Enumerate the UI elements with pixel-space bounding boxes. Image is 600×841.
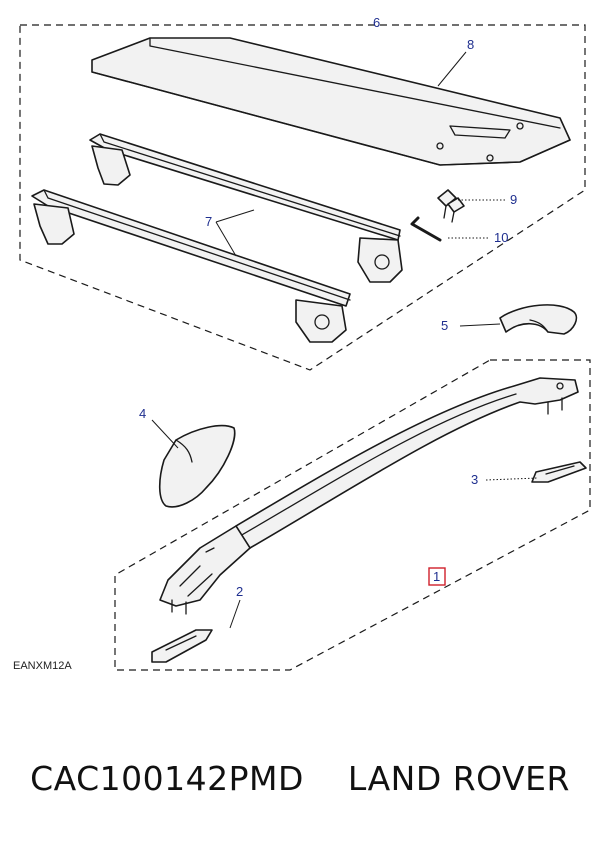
callout-8: 8: [467, 37, 474, 52]
callout-9: 9: [510, 192, 517, 207]
roof-rail-part: [159, 377, 579, 615]
leader-7a: [215, 209, 255, 223]
crossbar-upper-part: [89, 133, 403, 283]
callout-3: 3: [471, 472, 478, 487]
parts-diagram: 6 8 7 9 10 5 4 3 2 1 EANXM12A: [13, 15, 591, 672]
leader-5: [459, 323, 501, 327]
callout-1-highlight: [428, 567, 446, 586]
end-cap-front-part: [158, 424, 236, 508]
callout-7: 7: [205, 214, 212, 229]
kit-boundary-lower: [114, 359, 591, 671]
leader-7b: [215, 221, 237, 257]
cover-panel-part: [91, 37, 571, 166]
footer: CAC100142PMD LAND ROVER: [0, 748, 600, 808]
leader-3: [485, 477, 539, 481]
kit-boundary-upper: [19, 24, 586, 371]
callout-10: 10: [494, 230, 508, 245]
crossbar-lower-part: [31, 189, 351, 343]
part-number: CAC100142PMD: [30, 758, 304, 798]
callout-5: 5: [441, 318, 448, 333]
leader-2: [229, 599, 241, 629]
drawing-code: EANXM12A: [13, 660, 72, 672]
lock-keys-part: [437, 189, 465, 223]
seal-pad-rear-part: [531, 461, 587, 483]
brand-name: LAND ROVER: [347, 758, 570, 798]
callout-6: 6: [373, 15, 380, 30]
callout-1: 1: [433, 569, 440, 584]
callout-4: 4: [139, 406, 146, 421]
callout-2: 2: [236, 584, 243, 599]
seal-pad-front-part: [151, 629, 213, 663]
leader-8: [437, 51, 467, 87]
leader-4: [151, 419, 179, 449]
end-cap-part: [499, 304, 578, 335]
hex-key-part: [410, 216, 442, 242]
